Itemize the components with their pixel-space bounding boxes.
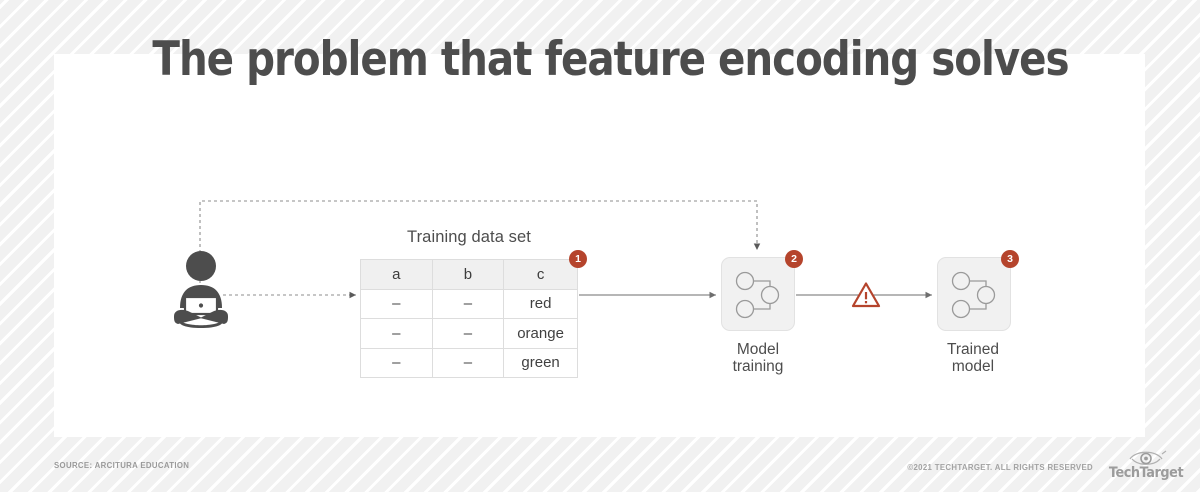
step-badge-2: 2 xyxy=(785,250,803,268)
source-attribution: SOURCE: ARCITURA EDUCATION xyxy=(54,461,190,470)
training-data-table: a b c – – red – – orange – – green xyxy=(360,259,578,378)
table-caption: Training data set xyxy=(407,228,531,246)
table-header-row: a b c xyxy=(360,259,578,290)
column-header-a: a xyxy=(360,259,433,290)
node-graph-icon xyxy=(946,266,1004,324)
column-header-b: b xyxy=(431,259,505,290)
node-graph-icon xyxy=(730,266,788,324)
warning-triangle-icon xyxy=(851,281,881,308)
cell-c: orange xyxy=(503,318,578,349)
table-row: – – red xyxy=(360,288,578,319)
trained-model-label: Trained model xyxy=(903,341,1043,375)
table-row: – – orange xyxy=(360,318,578,349)
model-training-label-line1: Model xyxy=(736,341,780,358)
cell-b: – xyxy=(431,347,505,378)
model-training-label: Model training xyxy=(688,341,828,375)
table-row: – – green xyxy=(360,347,578,378)
content-card xyxy=(54,54,1145,437)
trained-model-label-line2: model xyxy=(951,358,995,375)
cell-c: red xyxy=(503,288,578,319)
cell-a: – xyxy=(360,318,433,349)
techtarget-wordmark: TechTarget xyxy=(1108,465,1184,481)
model-training-label-line2: training xyxy=(732,358,784,375)
cell-c: green xyxy=(503,347,578,378)
cell-a: – xyxy=(360,347,433,378)
model-training-box xyxy=(721,257,795,331)
cell-b: – xyxy=(431,318,505,349)
copyright-notice: ©2021 TECHTARGET. ALL RIGHTS RESERVED xyxy=(907,463,1093,472)
trained-model-box xyxy=(937,257,1011,331)
techtarget-logo: TechTarget xyxy=(1104,447,1188,481)
column-header-c: c xyxy=(503,259,578,290)
step-badge-1: 1 xyxy=(569,250,587,268)
trained-model-label-line1: Trained xyxy=(947,341,999,358)
cell-a: – xyxy=(360,288,433,319)
eye-logo-icon xyxy=(1129,450,1167,465)
step-badge-3: 3 xyxy=(1001,250,1019,268)
person-with-laptop-icon xyxy=(168,250,234,328)
cell-b: – xyxy=(431,288,505,319)
page-title: The problem that feature encoding solves xyxy=(152,32,1069,87)
